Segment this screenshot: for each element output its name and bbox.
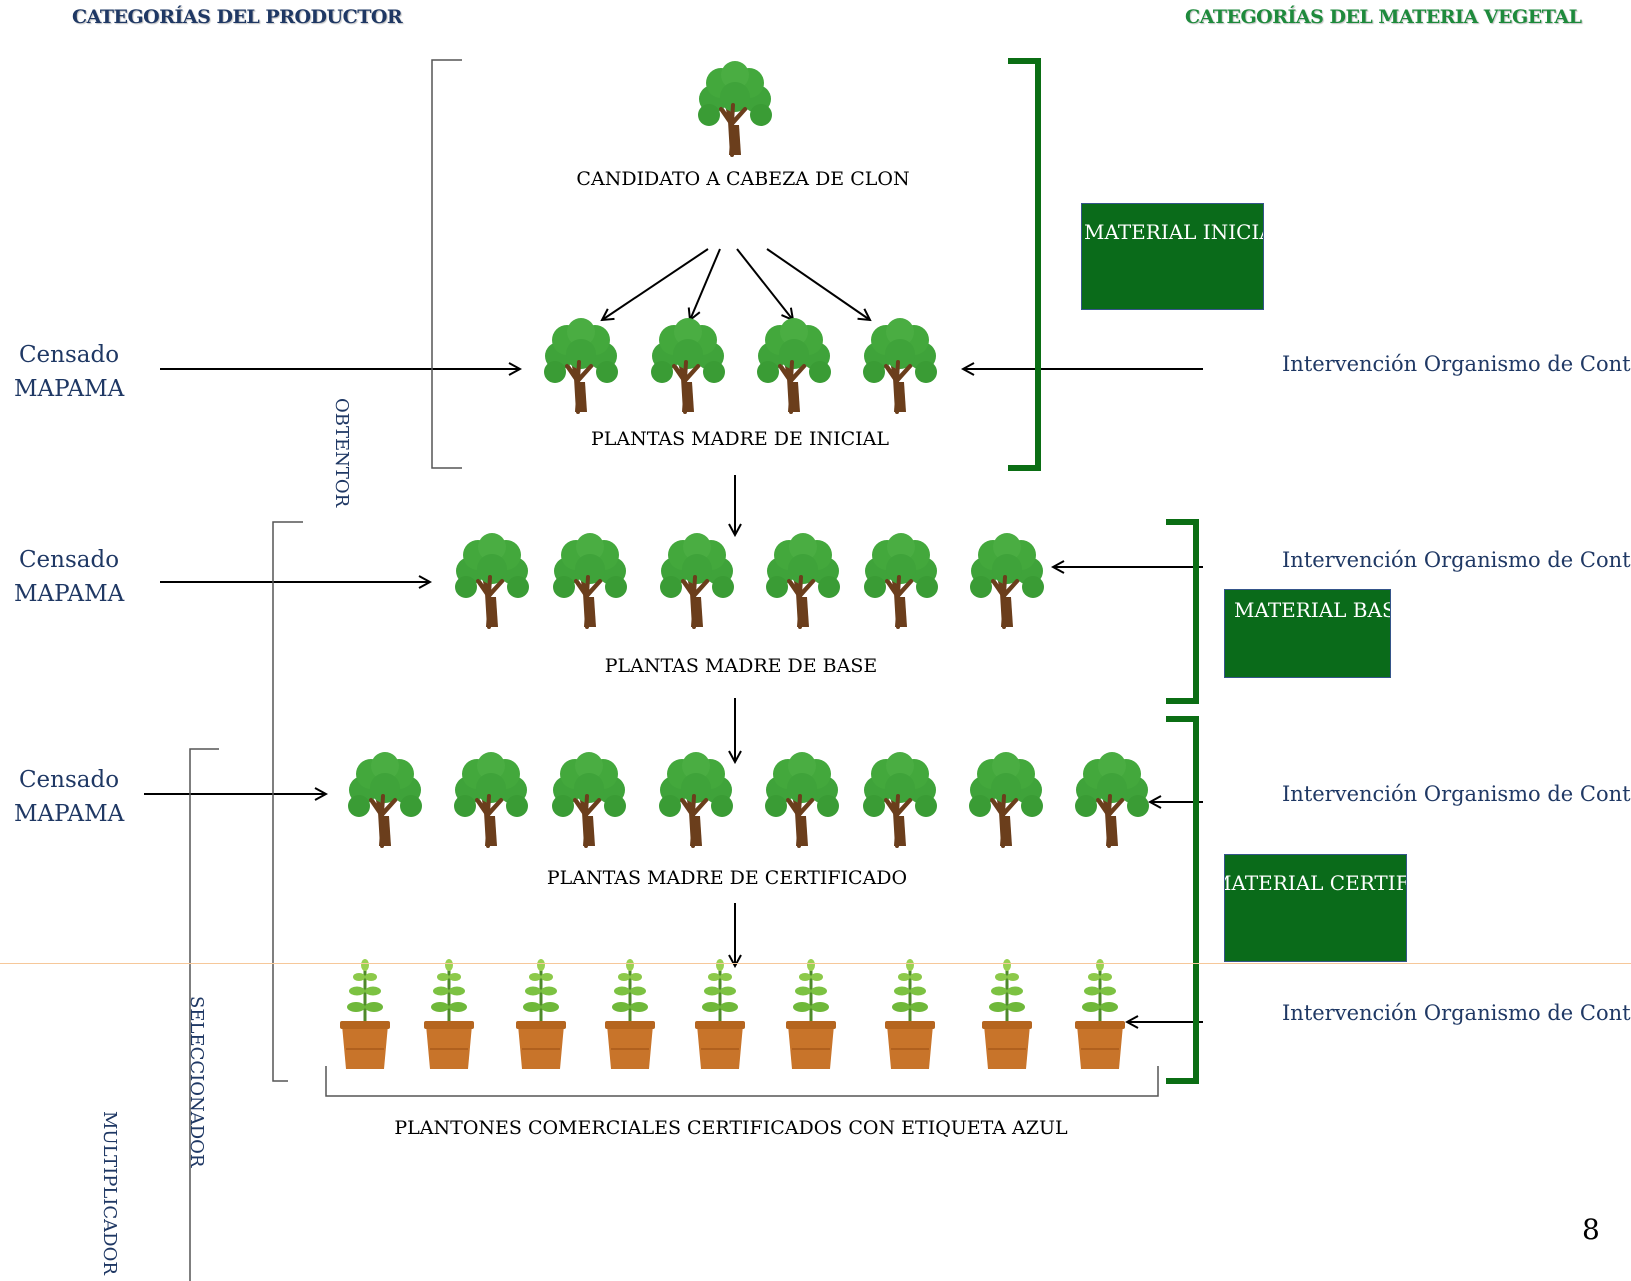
tree-icon [1073,750,1151,848]
role-seleccionador: SELECCIONADOR [186,996,207,1168]
censado-label-initial: Censado MAPAMA [14,338,124,406]
intervention-label-initial: Intervención Organismo de Control [1282,352,1631,376]
commercial-bracket [325,1066,1159,1097]
material-initial-bracket [1008,58,1041,471]
intervention-label-certified: Intervención Organismo de Control [1282,782,1631,806]
seedling-icon [693,957,747,1071]
seleccionador-bracket [272,521,303,1082]
material-certified-bracket [1166,716,1199,1084]
intervention-label-base: Intervención Organismo de Control [1282,548,1631,572]
censado-line1: Censado [18,767,120,793]
tree-icon [968,531,1046,629]
obtentor-bracket [431,59,462,469]
tree-icon [763,750,841,848]
censado-label-base: Censado MAPAMA [14,543,124,611]
seedling-icon [883,957,937,1071]
material-initial-box: MATERIAL INICIAL [1081,203,1264,310]
censado-line1: Censado [18,547,120,573]
role-multiplicador: MULTIPLICADOR [99,1111,120,1275]
material-base-bracket [1166,519,1199,704]
caption-base: PLANTAS MADRE DE BASE [604,655,878,677]
tree-icon [861,316,939,414]
tree-icon [550,750,628,848]
caption-candidate: CANDIDATO A CABEZA DE CLON [576,168,910,190]
tree-icon [764,531,842,629]
arrow-candidate-to-initial-3 [736,248,793,320]
arrow-candidate-to-initial-1 [602,248,709,320]
tree-icon [967,750,1045,848]
material-initial-label: MATERIAL INICIAL [1084,220,1263,244]
tree-icon [861,750,939,848]
tree-icon [755,316,833,414]
seedling-icon [514,957,568,1071]
censado-line2: MAPAMA [14,581,125,607]
seedling-icon [603,957,657,1071]
censado-label-certified: Censado MAPAMA [14,763,124,831]
censado-line1: Censado [18,342,120,368]
tree-icon [657,750,735,848]
tree-icon [453,531,531,629]
seedling-icon [980,957,1034,1071]
material-certified-box: MATERIAL CERTIFICADO [1224,854,1407,962]
tree-icon [649,316,727,414]
caption-commercial: PLANTONES COMERCIALES CERTIFICADOS CON E… [394,1117,1068,1139]
guide-line [0,963,1631,964]
material-base-box: MATERIAL BASE [1224,589,1391,678]
arrow-candidate-to-initial-4 [766,248,870,320]
header-material-categories: CATEGORÍAS DEL MATERIA VEGETAL [1185,6,1582,28]
intervention-label-commercial: Intervención Organismo de Control [1282,1001,1631,1025]
page-number: 8 [1582,1213,1600,1246]
seedling-icon [422,957,476,1071]
material-certified-label: MATERIAL CERTIFICADO [1225,871,1406,895]
arrow-candidate-to-initial-2 [690,248,721,320]
tree-icon [551,531,629,629]
seedling-icon [784,957,838,1071]
caption-certified: PLANTAS MADRE DE CERTIFICADO [546,867,908,889]
role-obtentor: OBTENTOR [331,398,352,508]
tree-icon [346,750,424,848]
tree-icon [696,59,774,157]
censado-line2: MAPAMA [14,376,125,402]
seedling-icon [1073,957,1127,1071]
tree-icon [862,531,940,629]
tree-icon [658,531,736,629]
header-producer-categories: CATEGORÍAS DEL PRODUCTOR [72,6,403,28]
caption-initial: PLANTAS MADRE DE INICIAL [591,428,889,450]
multiplicador-bracket [189,748,219,1281]
seedling-icon [338,957,392,1071]
tree-icon [452,750,530,848]
censado-line2: MAPAMA [14,801,125,827]
tree-icon [542,316,620,414]
material-base-label: MATERIAL BASE [1234,598,1390,622]
